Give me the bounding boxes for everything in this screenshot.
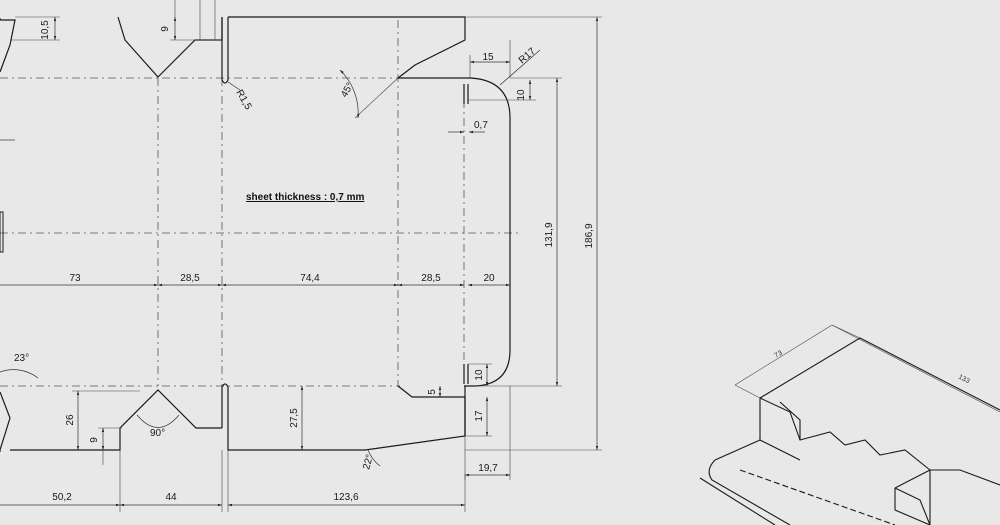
dim-10-5: 10,5 xyxy=(40,20,51,40)
isometric-view: 73 133 xyxy=(699,324,1000,525)
dim-123-6: 123,6 xyxy=(333,492,358,503)
dim-10-bottom: 10 xyxy=(474,369,485,381)
dim-186-9: 186,9 xyxy=(584,223,595,248)
dim-15: 15 xyxy=(482,52,494,63)
dim-9-top: 9 xyxy=(160,26,171,32)
dim-17: 17 xyxy=(474,410,485,422)
dim-10-top: 10 xyxy=(516,89,527,101)
dim-28-5-right: 28,5 xyxy=(421,273,441,284)
angle-90: 90° xyxy=(150,428,165,439)
dim-131-9: 131,9 xyxy=(544,222,555,247)
dim-26: 26 xyxy=(65,414,76,426)
iso-dim-73: 73 xyxy=(774,350,784,360)
dim-r17: R17 xyxy=(517,46,538,67)
dim-28-5-left: 28,5 xyxy=(180,273,200,284)
dim-73: 73 xyxy=(69,273,81,284)
angle-45: 45° xyxy=(339,81,356,100)
dim-19-7: 19,7 xyxy=(478,463,498,474)
dim-20: 20 xyxy=(483,273,495,284)
angle-22: 22° xyxy=(361,453,376,470)
sheet-thickness-note: sheet thickness : 0,7 mm xyxy=(246,192,364,203)
dim-50-2: 50,2 xyxy=(52,492,72,503)
dim-27-5: 27,5 xyxy=(289,408,300,428)
dim-9-bottom: 9 xyxy=(89,437,100,443)
dim-5: 5 xyxy=(427,389,438,395)
dim-74-4: 74,4 xyxy=(300,273,320,284)
dim-44: 44 xyxy=(165,492,177,503)
fold-lines xyxy=(0,20,520,387)
dim-0-7: 0,7 xyxy=(474,120,488,131)
iso-dim-133: 133 xyxy=(957,374,971,386)
dim-r1-5: R1,5 xyxy=(233,88,253,112)
angle-23: 23° xyxy=(14,353,29,364)
dimensions: 10,5 9 R1,5 45° 15 R17 10 0,7 xyxy=(0,0,602,512)
blank-outline xyxy=(0,16,511,452)
